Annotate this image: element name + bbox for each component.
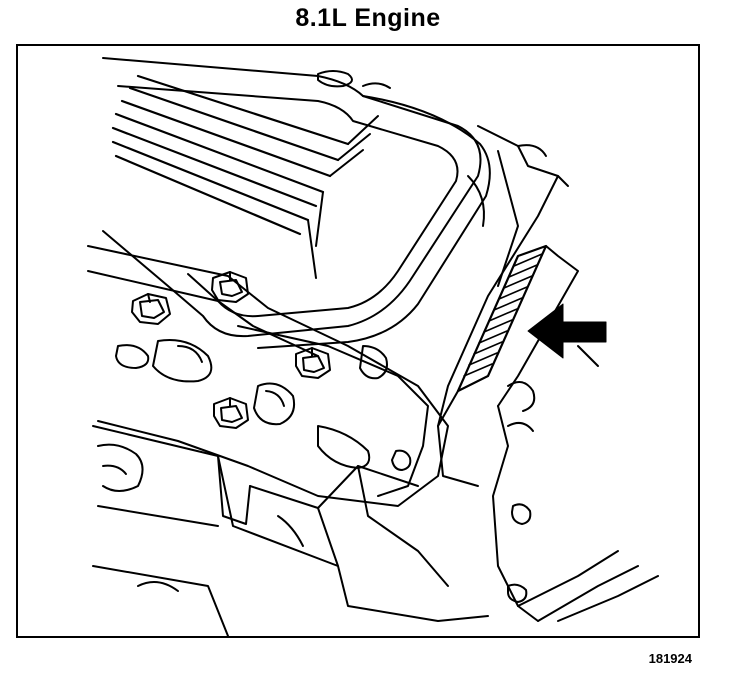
- head-gasket-hatching: [463, 253, 543, 377]
- valve-cover-ribs: [111, 74, 350, 236]
- engine-block: [92, 425, 489, 636]
- figure-number: 181924: [648, 651, 692, 666]
- illustration-frame: [16, 44, 700, 638]
- bolt-3: [295, 347, 331, 379]
- bolt-2: [211, 271, 249, 303]
- bolt-4: [213, 397, 249, 429]
- arrow-left-icon: [527, 303, 607, 359]
- engine-illustration: [87, 57, 659, 636]
- bolt-1: [131, 293, 171, 325]
- valve-cover: [102, 57, 491, 349]
- block-end-face: [437, 125, 659, 622]
- cylinder-head: [87, 245, 449, 507]
- head-bolts: [131, 271, 331, 429]
- diagram-title: 8.1L Engine: [295, 4, 441, 32]
